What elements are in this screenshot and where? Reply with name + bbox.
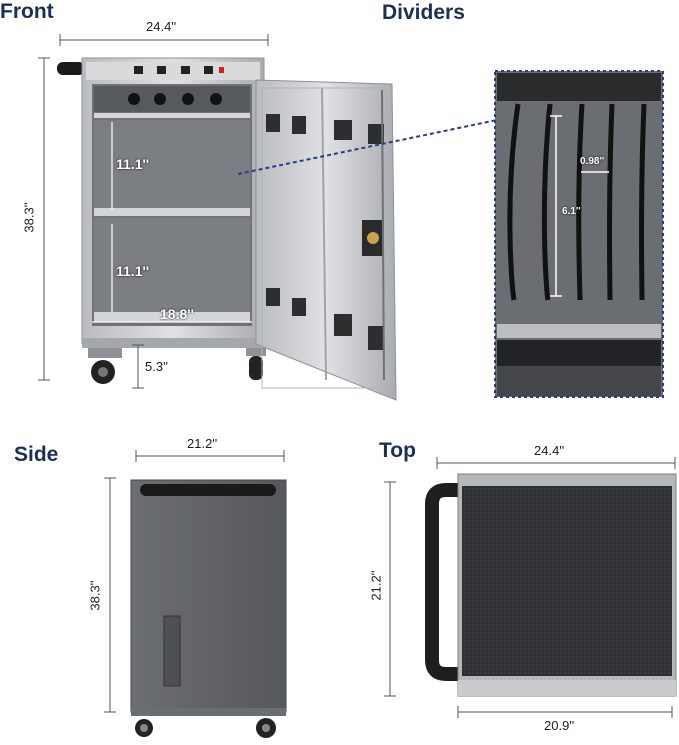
side-cart: [104, 450, 287, 738]
divider-gap-label: 0.98'': [580, 156, 605, 167]
shelf-upper-label: 11.1'': [116, 156, 150, 172]
front-cart: [38, 34, 498, 401]
front-height-label: 38.3'': [21, 202, 37, 233]
front-width-label: 24.4'': [146, 19, 177, 34]
side-width-label: 21.2'': [187, 436, 218, 451]
top-cart: [384, 457, 677, 718]
side-section-label: Side: [14, 443, 59, 466]
top-section-label: Top: [379, 439, 416, 462]
divider-height-label: 6.1'': [562, 206, 581, 217]
top-width-label: 24.4'': [534, 443, 565, 458]
top-depth-label: 21.2'': [368, 570, 384, 601]
dividers-section-label: Dividers: [382, 1, 465, 24]
shelf-lower-label: 11.1'': [116, 263, 150, 279]
wheel-height-label: 5.3'': [145, 359, 169, 374]
front-section-label: Front: [0, 0, 54, 23]
side-height-label: 38.3'': [87, 580, 103, 611]
dividers-zoom: [494, 70, 664, 398]
top-bottom-width-label: 20.9'': [544, 718, 575, 733]
inner-width-label: 18.8'': [160, 306, 194, 322]
